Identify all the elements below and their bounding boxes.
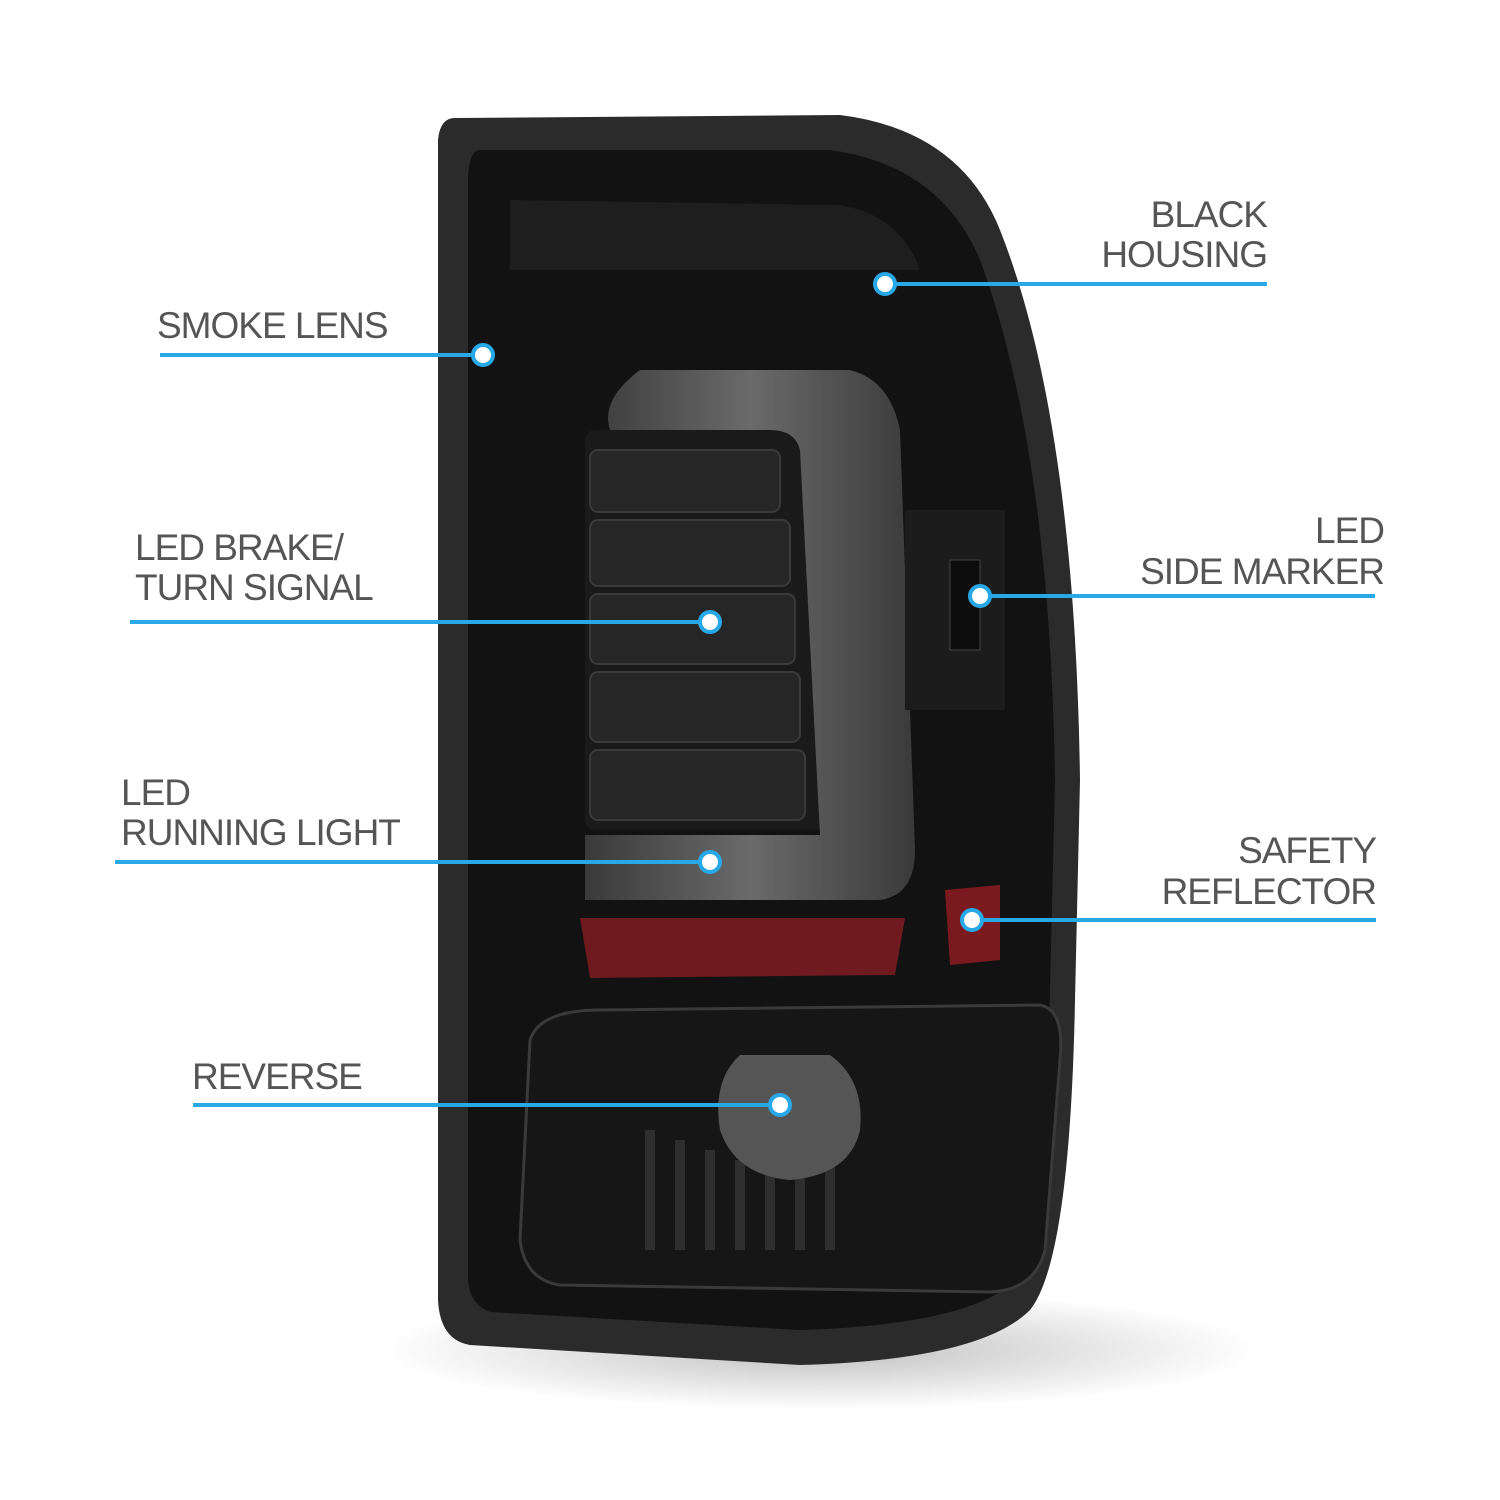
label-smoke-lens: SMOKE LENS xyxy=(157,305,389,346)
label-led-brake-1: LED BRAKE/ xyxy=(135,527,344,568)
label-black-housing-2: HOUSING xyxy=(1101,234,1268,275)
leader-line-running-light xyxy=(115,860,710,864)
marker-dot-safety-reflector xyxy=(960,908,984,932)
marker-dot-running-light xyxy=(698,850,722,874)
leader-line-safety-reflector xyxy=(972,918,1376,922)
label-safety-reflector-2: REFLECTOR xyxy=(1161,871,1377,912)
label-side-marker-1: LED xyxy=(1315,510,1385,551)
marker-dot-black-housing xyxy=(873,272,897,296)
label-running-light-1: LED xyxy=(121,772,191,813)
marker-dot-reverse xyxy=(768,1093,792,1117)
marker-dot-led-brake xyxy=(698,610,722,634)
marker-dot-smoke-lens xyxy=(471,343,495,367)
label-side-marker-2: SIDE MARKER xyxy=(1140,551,1385,592)
light-bar xyxy=(585,370,915,900)
leader-line-side-marker xyxy=(980,594,1375,598)
label-led-brake-2: TURN SIGNAL xyxy=(135,567,374,608)
label-reverse: REVERSE xyxy=(192,1056,363,1097)
label-safety-reflector-1: SAFETY xyxy=(1238,830,1377,871)
lower-reflector xyxy=(580,918,905,978)
label-black-housing-1: BLACK xyxy=(1150,194,1268,235)
label-running-light-2: RUNNING LIGHT xyxy=(121,812,401,853)
leader-line-led-brake xyxy=(130,620,710,624)
marker-dot-side-marker xyxy=(968,584,992,608)
leader-line-reverse xyxy=(193,1103,780,1107)
led-array xyxy=(589,449,806,821)
leader-line-black-housing xyxy=(885,282,1267,286)
leader-line-smoke-lens xyxy=(160,353,483,357)
reverse-bulb xyxy=(718,1055,861,1180)
upper-reflection xyxy=(510,200,920,270)
